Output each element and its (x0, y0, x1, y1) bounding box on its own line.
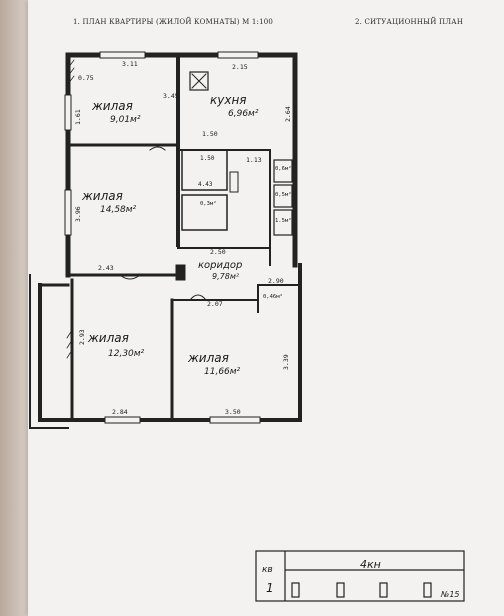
area-label: 0,46м² (263, 293, 283, 300)
plan-title: 1. ПЛАН КВАРТИРЫ (ЖИЛОЙ КОМНАТЫ) М 1:100 (73, 18, 274, 26)
dim-label: 3.39 (282, 354, 290, 370)
outer-wall-lower (38, 263, 302, 422)
dim-label: 2.07 (207, 300, 223, 308)
site-plan-title: 2. СИТУАЦИОННЫЙ ПЛАН (355, 18, 464, 26)
room-name: жилая (81, 189, 123, 203)
window-room3 (104, 416, 141, 424)
area-label: 1.5м² (275, 217, 292, 224)
dim-label: 3.96 (74, 206, 82, 222)
dim-label: 2.93 (78, 329, 86, 345)
door-bathroom (229, 171, 239, 193)
document-page (28, 0, 504, 616)
dim-label: 1.50 (200, 155, 215, 162)
dim-label: 1.61 (74, 109, 82, 125)
room-area: 11,66м² (204, 367, 241, 377)
entrance-mark (336, 582, 345, 598)
door-room4 (189, 294, 207, 301)
stove-icon (189, 71, 209, 91)
dim-label: 2.64 (284, 106, 292, 122)
room-area: 12,30м² (108, 349, 145, 359)
room-area: 9,78м² (212, 272, 240, 281)
room-area: 14,58м² (100, 205, 137, 215)
window-room1-side (64, 94, 72, 131)
window-room1 (99, 51, 146, 59)
storage-3 (273, 209, 293, 236)
area-label: 0,5м² (275, 191, 292, 198)
window-room4 (209, 416, 261, 424)
area-label: 0,3м² (200, 200, 217, 207)
room-name: жилая (87, 331, 129, 345)
site-kv-label: кв (262, 565, 273, 575)
entrance-mark (291, 582, 300, 598)
site-kv-number: 1 (266, 581, 274, 595)
site-plan-box (255, 550, 465, 602)
area-label: 0,6м² (275, 165, 292, 172)
entrance-mark (379, 582, 388, 598)
room-name: коридор (198, 260, 242, 271)
dim-label: 3.45 (163, 92, 179, 100)
dim-label: 4.43 (198, 181, 213, 188)
dim-label: 1.13 (246, 156, 262, 164)
room-area: 9,01м² (110, 115, 141, 125)
door-corridor (175, 264, 186, 281)
dim-label: 2.84 (112, 408, 128, 416)
dim-label: 2.15 (232, 63, 248, 71)
bathroom-block (181, 149, 228, 191)
site-house-number: №15 (440, 590, 460, 599)
dim-label: 1.50 (202, 130, 218, 138)
room-area: 6,96м² (228, 109, 259, 119)
room-name: жилая (91, 99, 133, 113)
site-building-label: 4кн (360, 558, 381, 571)
window-kitchen (217, 51, 259, 59)
dim-label: 3.11 (122, 60, 138, 68)
dim-label: 0.75 (78, 74, 94, 82)
storage-2 (273, 184, 293, 208)
dim-label: 2.50 (210, 248, 226, 256)
door-room1 (149, 146, 166, 151)
dim-label: 2.90 (268, 277, 284, 285)
window-room2 (64, 189, 72, 236)
room-name: жилая (187, 351, 229, 365)
entrance-mark (423, 582, 432, 598)
storage-1 (273, 159, 293, 183)
dim-label: 3.50 (225, 408, 241, 416)
toilet-block (181, 194, 228, 231)
room-name: кухня (210, 93, 247, 107)
balcony-outline (29, 274, 69, 429)
door-room2 (119, 274, 141, 280)
dim-label: 2.43 (98, 264, 114, 272)
